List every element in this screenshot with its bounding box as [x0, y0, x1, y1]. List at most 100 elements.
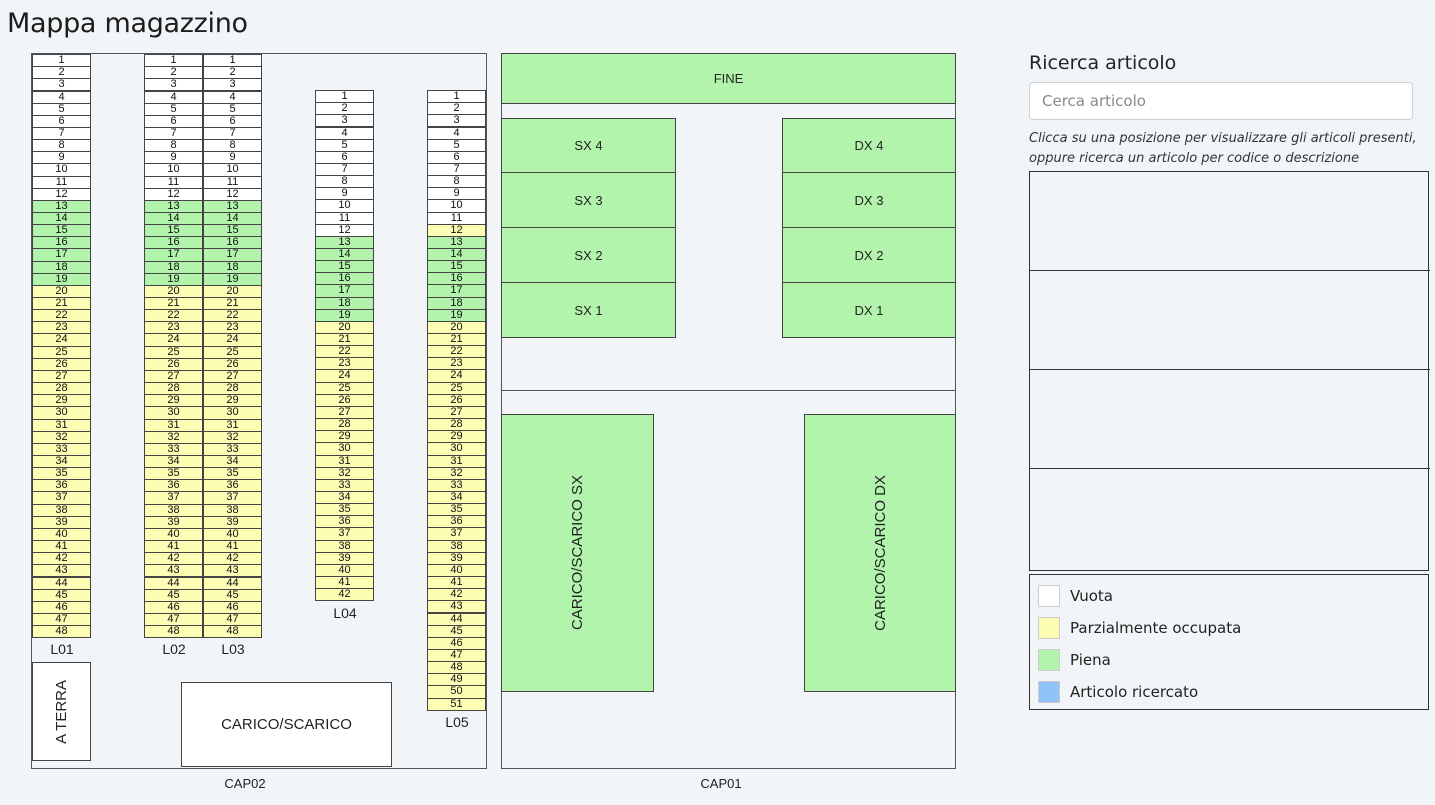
block-carico-scarico-dx[interactable]: CARICO/SCARICO DX: [804, 414, 956, 692]
slot-l03-25[interactable]: 25: [203, 345, 262, 359]
block-sx1[interactable]: SX 1: [501, 282, 676, 338]
slot-l04-13[interactable]: 13: [315, 235, 374, 249]
slot-l04-19[interactable]: 19: [315, 308, 374, 322]
slot-l04-15[interactable]: 15: [315, 260, 374, 274]
slot-l01-43[interactable]: 43: [32, 564, 91, 578]
slot-l01-22[interactable]: 22: [32, 309, 91, 323]
slot-l04-5[interactable]: 5: [315, 138, 374, 152]
block-carico-scarico-sx[interactable]: CARICO/SCARICO SX: [501, 414, 654, 692]
slot-l04-22[interactable]: 22: [315, 345, 374, 359]
slot-l03-48[interactable]: 48: [203, 625, 262, 639]
slot-l03-37[interactable]: 37: [203, 491, 262, 505]
slot-l01-47[interactable]: 47: [32, 612, 91, 627]
block-sx4[interactable]: SX 4: [501, 118, 676, 173]
slot-l03-15[interactable]: 15: [203, 224, 262, 238]
slot-l04-24[interactable]: 24: [315, 369, 374, 383]
slot-l05-6[interactable]: 6: [427, 150, 486, 164]
slot-l02-9[interactable]: 9: [144, 151, 203, 165]
slot-l02-27[interactable]: 27: [144, 369, 203, 384]
result-row[interactable]: [1030, 370, 1430, 469]
slot-l02-37[interactable]: 37: [144, 491, 203, 505]
slot-l03-7[interactable]: 7: [203, 126, 262, 141]
slot-l02-13[interactable]: 13: [144, 199, 203, 213]
slot-l04-39[interactable]: 39: [315, 551, 374, 565]
slot-l03-39[interactable]: 39: [203, 515, 262, 529]
slot-l04-42[interactable]: 42: [315, 588, 374, 602]
slot-l05-49[interactable]: 49: [427, 673, 486, 687]
slot-l02-34[interactable]: 34: [144, 454, 203, 469]
block-sx3[interactable]: SX 3: [501, 172, 676, 228]
slot-l04-31[interactable]: 31: [315, 454, 374, 468]
slot-l05-27[interactable]: 27: [427, 405, 486, 420]
slot-l04-27[interactable]: 27: [315, 405, 374, 420]
slot-l04-35[interactable]: 35: [315, 503, 374, 517]
slot-l04-34[interactable]: 34: [315, 490, 374, 505]
slot-l03-45[interactable]: 45: [203, 588, 262, 602]
block-dx2[interactable]: DX 2: [782, 227, 956, 283]
slot-l03-21[interactable]: 21: [203, 297, 262, 311]
slot-l02-17[interactable]: 17: [144, 248, 203, 262]
slot-l02-5[interactable]: 5: [144, 102, 203, 116]
slot-l02-48[interactable]: 48: [144, 625, 203, 639]
slot-l02-15[interactable]: 15: [144, 224, 203, 238]
slot-l01-15[interactable]: 15: [32, 224, 91, 238]
slot-l02-24[interactable]: 24: [144, 333, 203, 347]
slot-l02-29[interactable]: 29: [144, 394, 203, 408]
slot-l02-7[interactable]: 7: [144, 126, 203, 141]
slot-l04-3[interactable]: 3: [315, 114, 374, 128]
slot-l05-13[interactable]: 13: [427, 235, 486, 249]
block-fine[interactable]: FINE: [501, 53, 956, 104]
slot-l01-19[interactable]: 19: [32, 272, 91, 286]
slot-l01-25[interactable]: 25: [32, 345, 91, 359]
slot-l01-3[interactable]: 3: [32, 78, 91, 92]
slot-l05-3[interactable]: 3: [427, 114, 486, 128]
slot-l02-19[interactable]: 19: [144, 272, 203, 286]
block-dx4[interactable]: DX 4: [782, 118, 956, 173]
slot-l03-35[interactable]: 35: [203, 467, 262, 481]
slot-l02-43[interactable]: 43: [144, 564, 203, 578]
slot-l05-25[interactable]: 25: [427, 381, 486, 395]
slot-l02-22[interactable]: 22: [144, 309, 203, 323]
slot-l01-34[interactable]: 34: [32, 454, 91, 469]
block-dx1[interactable]: DX 1: [782, 282, 956, 338]
slot-l05-7[interactable]: 7: [427, 162, 486, 177]
slot-l03-17[interactable]: 17: [203, 248, 262, 262]
slot-l01-24[interactable]: 24: [32, 333, 91, 347]
slot-l01-27[interactable]: 27: [32, 369, 91, 384]
slot-l01-13[interactable]: 13: [32, 199, 91, 213]
slot-l03-3[interactable]: 3: [203, 78, 262, 92]
slot-l05-51[interactable]: 51: [427, 697, 486, 711]
slot-l02-45[interactable]: 45: [144, 588, 203, 602]
block-carico-scarico[interactable]: CARICO/SCARICO: [181, 682, 392, 767]
slot-l01-39[interactable]: 39: [32, 515, 91, 529]
block-sx2[interactable]: SX 2: [501, 227, 676, 283]
slot-l04-29[interactable]: 29: [315, 430, 374, 444]
slot-l03-29[interactable]: 29: [203, 394, 262, 408]
slot-l03-33[interactable]: 33: [203, 442, 262, 456]
result-row[interactable]: [1030, 172, 1430, 271]
slot-l04-7[interactable]: 7: [315, 162, 374, 177]
slot-l05-35[interactable]: 35: [427, 503, 486, 517]
slot-l03-19[interactable]: 19: [203, 272, 262, 286]
slot-l03-13[interactable]: 13: [203, 199, 262, 213]
slot-l01-7[interactable]: 7: [32, 126, 91, 141]
block-dx3[interactable]: DX 3: [782, 172, 956, 228]
slot-l03-27[interactable]: 27: [203, 369, 262, 384]
slot-l01-9[interactable]: 9: [32, 151, 91, 165]
slot-l03-28[interactable]: 28: [203, 382, 262, 396]
slot-l02-35[interactable]: 35: [144, 467, 203, 481]
slot-l05-19[interactable]: 19: [427, 308, 486, 322]
slot-l02-47[interactable]: 47: [144, 612, 203, 627]
slot-l05-22[interactable]: 22: [427, 345, 486, 359]
slot-l03-34[interactable]: 34: [203, 454, 262, 469]
slot-l05-48[interactable]: 48: [427, 661, 486, 675]
slot-l05-29[interactable]: 29: [427, 430, 486, 444]
slot-l01-17[interactable]: 17: [32, 248, 91, 262]
slot-l05-17[interactable]: 17: [427, 284, 486, 298]
slot-l05-45[interactable]: 45: [427, 624, 486, 638]
search-input[interactable]: [1029, 82, 1413, 120]
slot-l03-24[interactable]: 24: [203, 333, 262, 347]
slot-l05-5[interactable]: 5: [427, 138, 486, 152]
result-row[interactable]: [1030, 271, 1430, 370]
slot-l01-29[interactable]: 29: [32, 394, 91, 408]
